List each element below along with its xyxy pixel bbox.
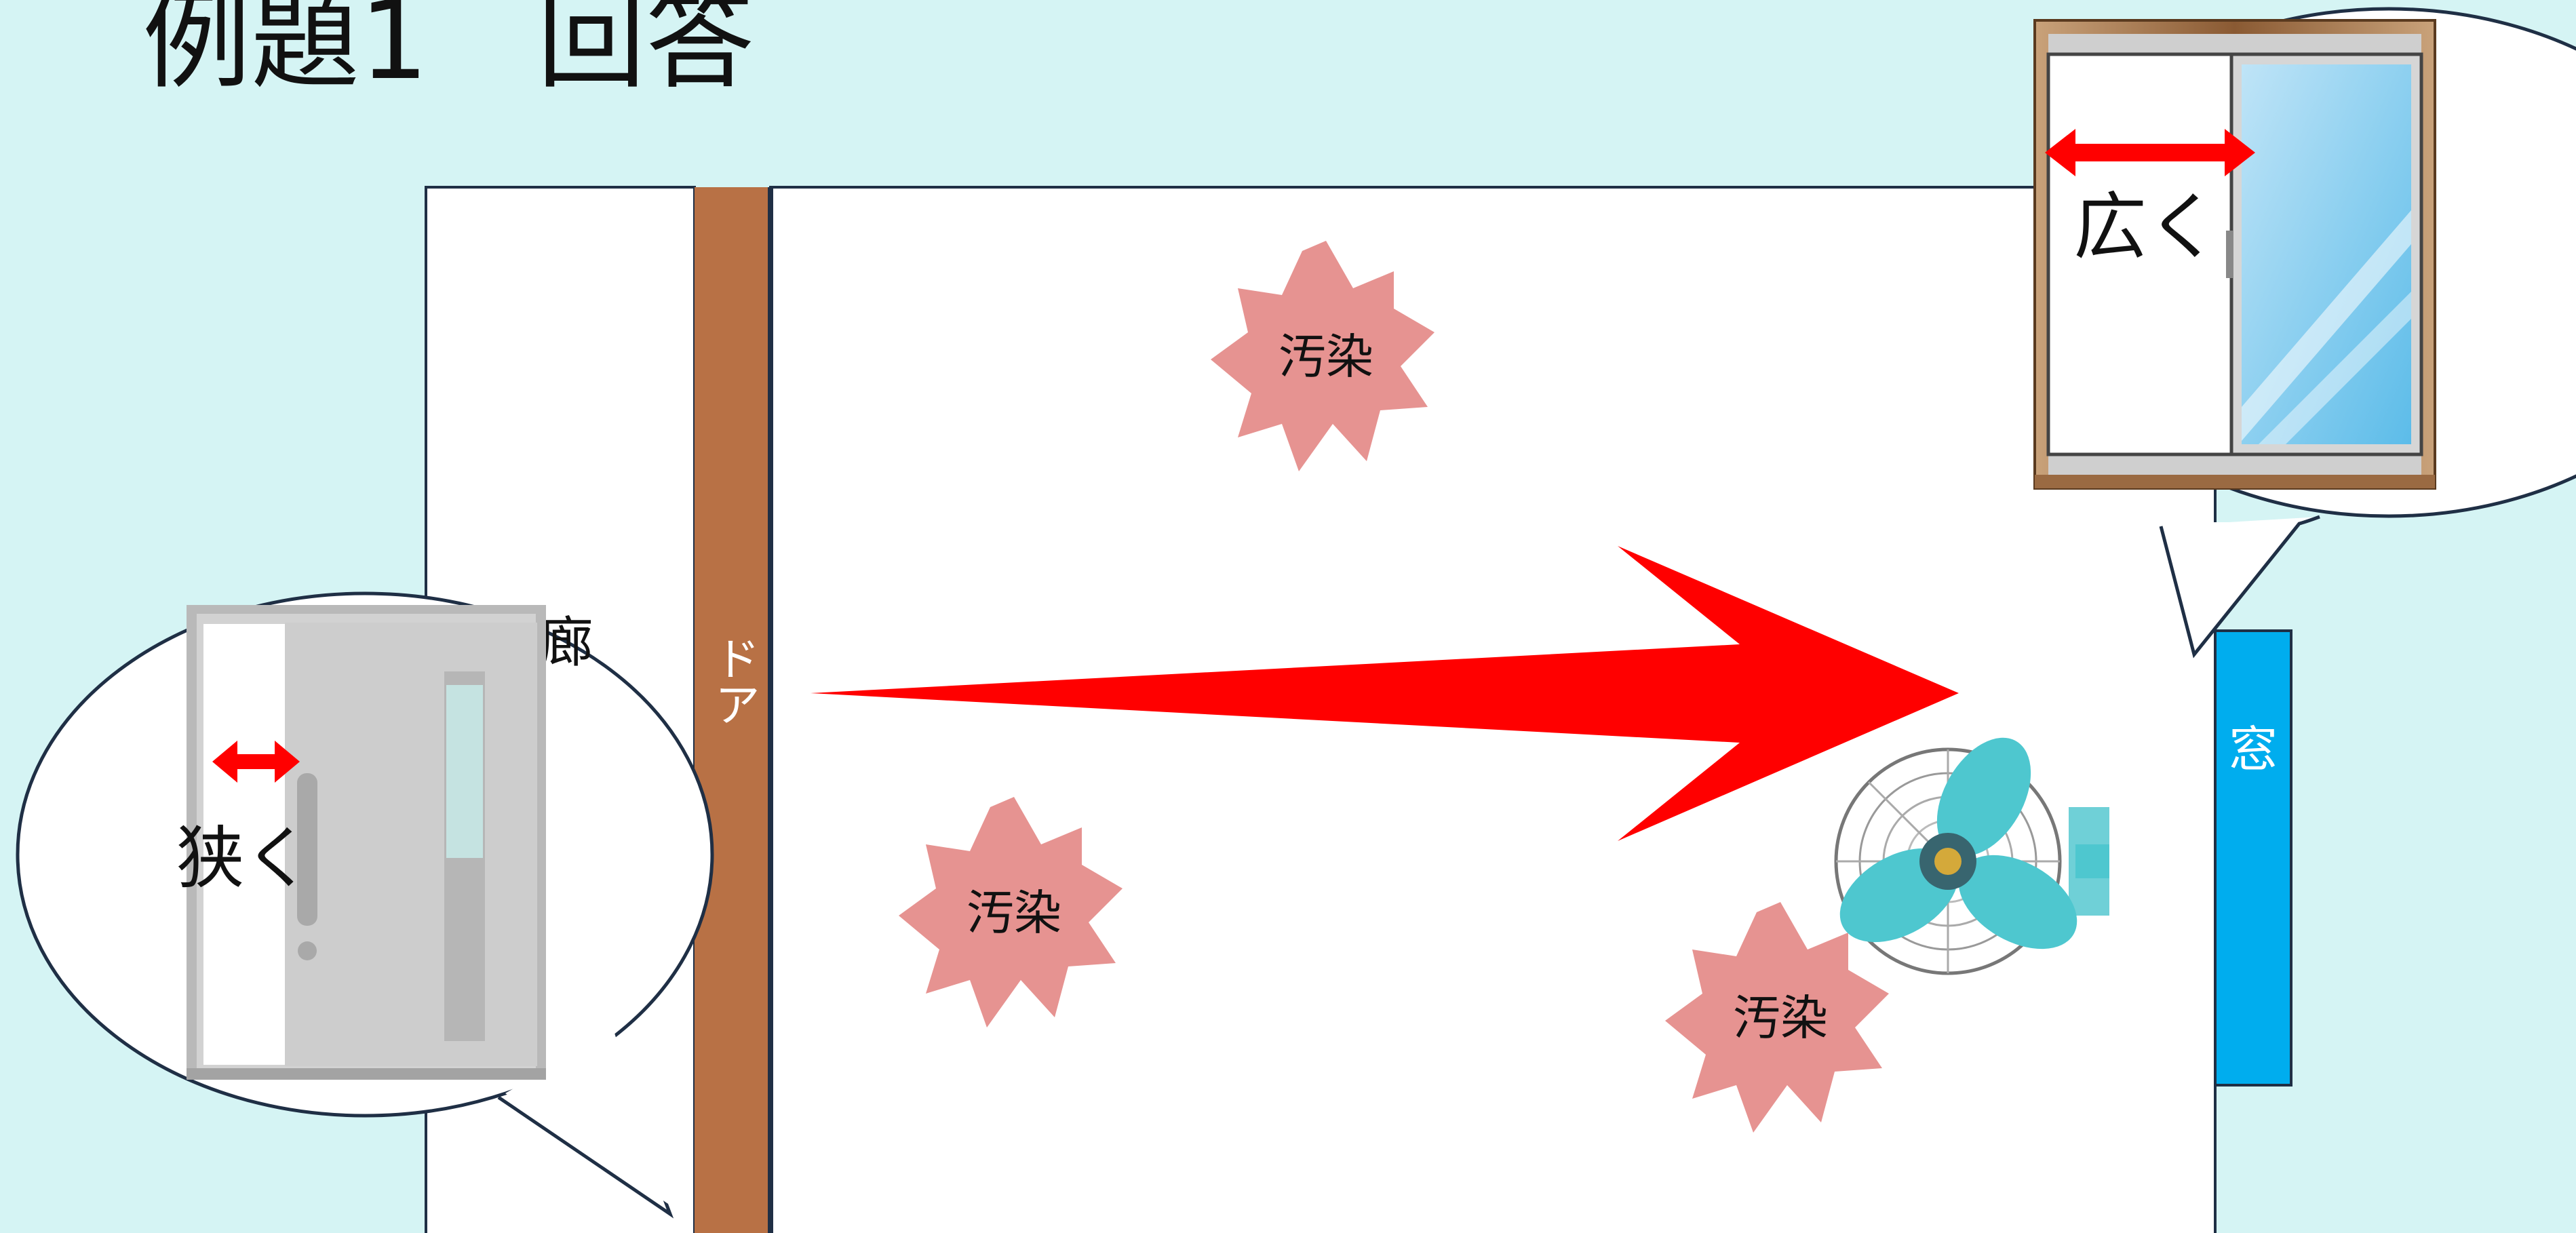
widen-arrow-icon <box>2045 129 2255 176</box>
corridor-label-partial: 廊 <box>539 611 593 674</box>
contamination-marker-left: 汚染 <box>899 797 1123 1028</box>
wall-fan-icon <box>1834 737 2109 975</box>
svg-text:汚染: 汚染 <box>1733 990 1828 1046</box>
door-strip: ドア <box>695 187 773 1233</box>
airflow-arrow-icon <box>811 546 1959 841</box>
door-icon <box>187 605 546 1080</box>
svg-text:汚染: 汚染 <box>967 885 1061 941</box>
svg-text:汚染: 汚染 <box>1279 329 1373 385</box>
door-label: ドア <box>706 635 760 727</box>
narrow-label: 狭く <box>176 819 312 898</box>
window-callout: 広く <box>2033 7 2576 659</box>
contamination-burst-icon <box>899 797 1123 1028</box>
wide-label: 広く <box>2073 185 2220 270</box>
contamination-burst-icon <box>1211 241 1435 471</box>
page-title: 例題1 回答 <box>142 0 754 104</box>
door-callout: 廊 狭く <box>16 591 714 1219</box>
window-label: 窓 <box>2229 721 2278 778</box>
narrow-arrow-icon <box>212 741 300 783</box>
contamination-burst-icon <box>1665 902 1889 1133</box>
sliding-window-icon <box>2033 19 2436 490</box>
window-strip: 窓 <box>2214 629 2292 1087</box>
contamination-marker-right: 汚染 <box>1665 902 1889 1133</box>
contamination-marker-top: 汚染 <box>1211 241 1435 471</box>
